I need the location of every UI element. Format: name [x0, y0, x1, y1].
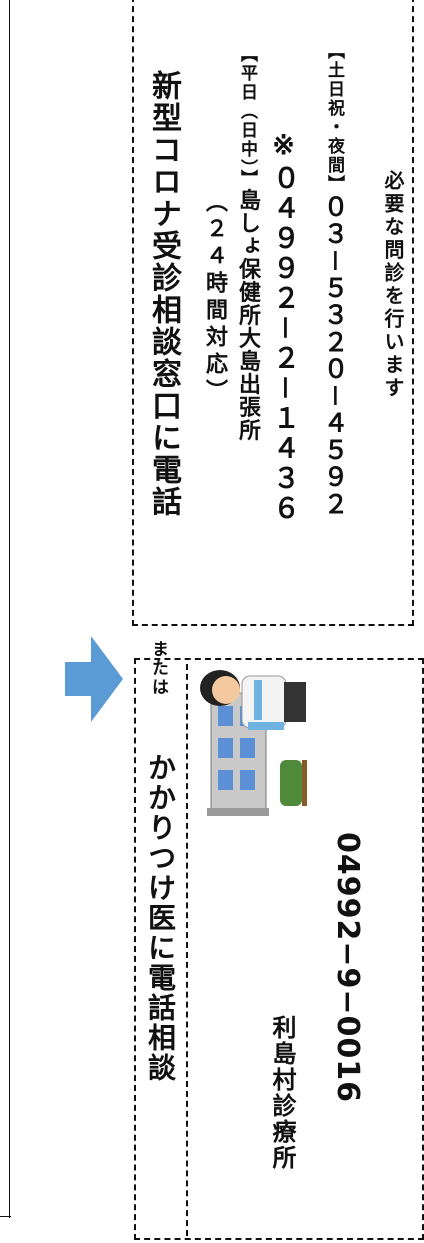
holiday-label: 【土日祝・夜間】 [324, 42, 344, 194]
left-border-line [9, 0, 10, 1218]
or-label: または [148, 640, 168, 697]
weekday-phone[interactable]: ※０４９９２－２－１４３６ [268, 130, 299, 524]
holiday-phone[interactable]: ０３－５３２０－４５９２ [320, 194, 349, 519]
family-doctor-title: かかりつけ医に電話相談 [144, 753, 177, 1083]
family-doctor-divider [186, 664, 188, 1236]
left-border-foot [0, 1216, 11, 1217]
consult-center-box [132, 0, 414, 626]
family-doctor-box [134, 658, 424, 1240]
clinic-name: 利島村診療所 [268, 1015, 296, 1171]
consult-hours: （２４時間対応） [202, 190, 227, 406]
clinic-phone[interactable]: 04992−9−0016 [330, 832, 365, 1104]
weekday-label: 【平日（日中）】 [237, 45, 257, 189]
consult-note: 必要な問診を行います [381, 170, 405, 400]
right-arrow-icon [65, 636, 123, 722]
holiday-line: 【土日祝・夜間】０３－５３２０－４５９２ [320, 42, 349, 519]
clinic-doctor-icon [200, 670, 307, 816]
weekday-line: 【平日（日中）】島しょ保健所大島出張所 [235, 45, 260, 442]
weekday-office: 島しょ保健所大島出張所 [235, 188, 260, 442]
consult-center-title: 新型コロナ受診相談窓口に電話 [146, 70, 181, 518]
